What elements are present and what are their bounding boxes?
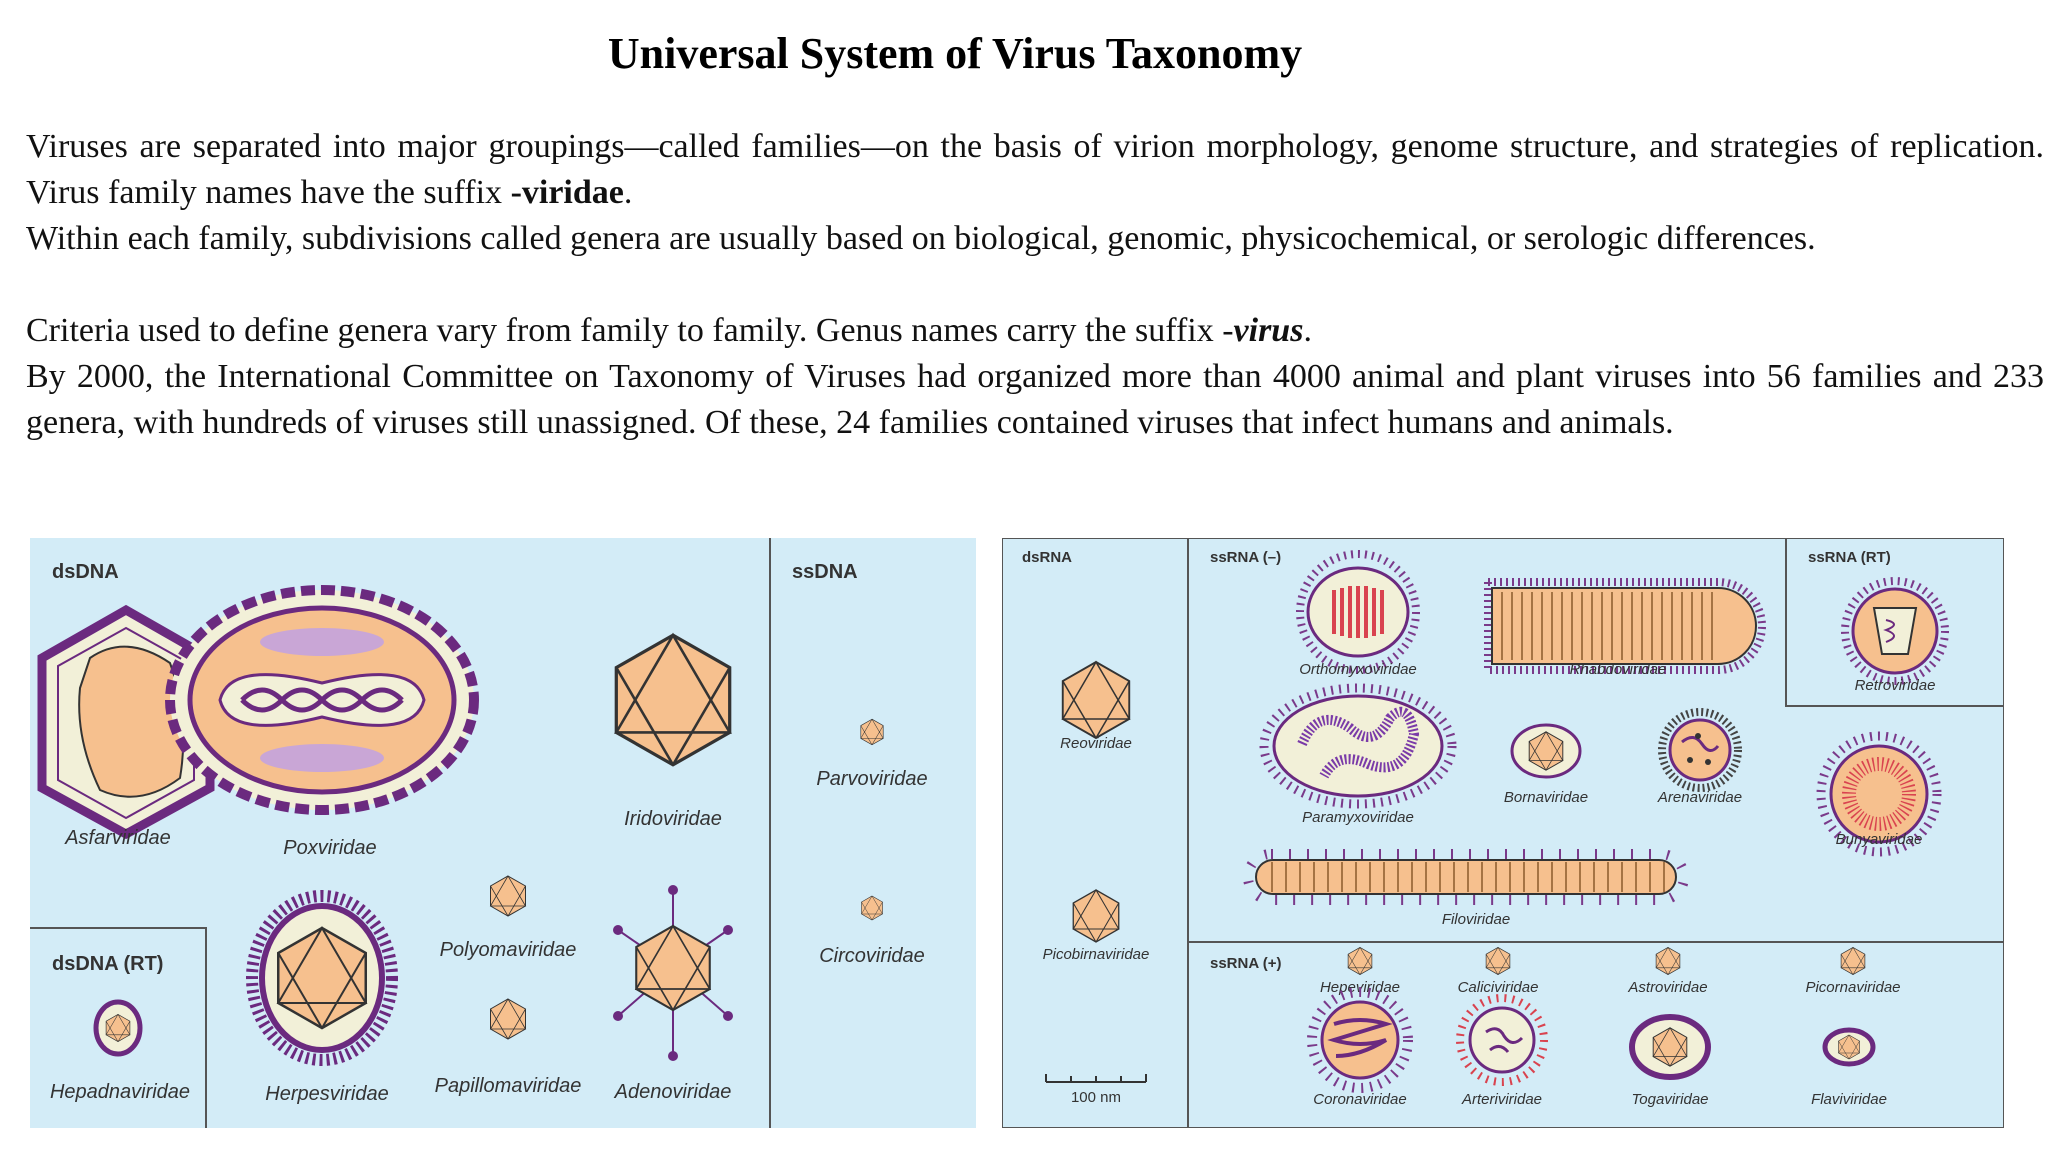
- bornaviridae-label: Bornaviridae: [1504, 789, 1588, 806]
- bornaviridae-virion: [1510, 723, 1582, 779]
- group-dsdna-label: dsDNA: [52, 561, 119, 583]
- adenoviridae-label: Adenoviridae: [614, 1081, 732, 1103]
- arenaviridae-label: Arenaviridae: [1657, 789, 1742, 806]
- asfarviridae-label: Asfarviridae: [64, 827, 171, 849]
- filoviridae-label: Filoviridae: [1442, 911, 1510, 928]
- flaviviridae-virion: [1822, 1027, 1876, 1067]
- picornaviridae-label: Picornaviridae: [1805, 979, 1900, 996]
- flaviviridae-label: Flaviviridae: [1811, 1091, 1887, 1108]
- paragraph-ictv: By 2000, the International Committee on …: [26, 358, 2044, 441]
- filoviridae-virion: [1243, 849, 1689, 905]
- suffix-viridae: -viridae: [510, 174, 624, 211]
- bunyaviridae-virion: [1816, 731, 1942, 857]
- orthomyxoviridae-virion: [1296, 550, 1420, 674]
- arteriviridae-label: Arteriviridae: [1461, 1091, 1542, 1108]
- circoviridae-label: Circoviridae: [819, 945, 925, 967]
- group-ssdna-label: ssDNA: [792, 561, 858, 583]
- polyomaviridae-label: Polyomaviridae: [440, 939, 577, 961]
- page-title: Universal System of Virus Taxonomy: [607, 29, 1303, 78]
- coronaviridae-label: Coronaviridae: [1313, 1091, 1406, 1108]
- paramyxoviridae-label: Paramyxoviridae: [1302, 809, 1414, 826]
- criteria-text: Criteria used to define genera vary from…: [26, 312, 1234, 349]
- group-ssrna-pos-label: ssRNA (+): [1210, 955, 1282, 972]
- astroviridae-label: Astroviridae: [1627, 979, 1707, 996]
- group-ssrna-rt-label: ssRNA (RT): [1808, 549, 1891, 566]
- group-dsrna-label: dsRNA: [1022, 549, 1072, 566]
- hepadnaviridae-label: Hepadnaviridae: [50, 1081, 190, 1103]
- retroviridae-label: Retroviridae: [1855, 677, 1936, 694]
- families-text: Viruses are separated into major groupin…: [26, 128, 2044, 211]
- reoviridae-label: Reoviridae: [1060, 735, 1132, 752]
- parvoviridae-label: Parvoviridae: [816, 768, 927, 790]
- herpesviridae-virion: [246, 890, 398, 1066]
- caliciviridae-label: Caliciviridae: [1458, 979, 1539, 996]
- rhabdoviridae-virion: [1484, 578, 1766, 674]
- arenaviridae-virion: [1658, 708, 1742, 792]
- asfarviridae-virion: [37, 604, 215, 840]
- togaviridae-virion: [1629, 1014, 1711, 1080]
- retroviridae-virion: [1841, 577, 1949, 685]
- paragraph-families: Viruses are separated into major groupin…: [26, 124, 2044, 216]
- togaviridae-label: Togaviridae: [1632, 1091, 1709, 1108]
- poxviridae-virion: [165, 585, 479, 815]
- paragraph-criteria: Criteria used to define genera vary from…: [26, 308, 2044, 354]
- iridoviridae-label: Iridoviridae: [624, 808, 722, 830]
- criteria-text-end: .: [1303, 312, 1312, 349]
- hepadnaviridae-virion: [93, 999, 143, 1057]
- rna-virus-panel: dsRNA ssRNA (–) ssRNA (RT) ssRNA (+) Reo…: [1002, 538, 2004, 1128]
- suffix-virus: virus: [1233, 312, 1304, 349]
- bunyaviridae-label: Bunyaviridae: [1836, 831, 1923, 848]
- dna-virus-panel: dsDNA ssDNA dsDNA (RT) Asfarviridae Poxv…: [30, 538, 976, 1128]
- poxviridae-label: Poxviridae: [283, 837, 376, 859]
- scale-bar-label: 100 nm: [1071, 1089, 1121, 1106]
- picobirnaviridae-label: Picobirnaviridae: [1043, 946, 1150, 963]
- scale-bar: [1045, 1074, 1147, 1083]
- group-ssrna-neg-label: ssRNA (–): [1210, 549, 1281, 566]
- paramyxoviridae-virion: [1259, 683, 1457, 809]
- paragraph-genera: Within each family, subdivisions called …: [26, 220, 1816, 257]
- orthomyxoviridae-label: Orthomyxoviridae: [1299, 661, 1417, 678]
- papillomaviridae-label: Papillomaviridae: [435, 1075, 582, 1097]
- families-text-end: .: [623, 174, 633, 211]
- adenoviridae-virion: [613, 885, 733, 1061]
- coronaviridae-virion: [1307, 987, 1413, 1093]
- group-dsdna-rt-label: dsDNA (RT): [52, 953, 163, 975]
- herpesviridae-label: Herpesviridae: [265, 1083, 388, 1105]
- arteriviridae-virion: [1456, 994, 1548, 1086]
- rhabdoviridae-label: Rhabdoviridae: [1570, 661, 1667, 678]
